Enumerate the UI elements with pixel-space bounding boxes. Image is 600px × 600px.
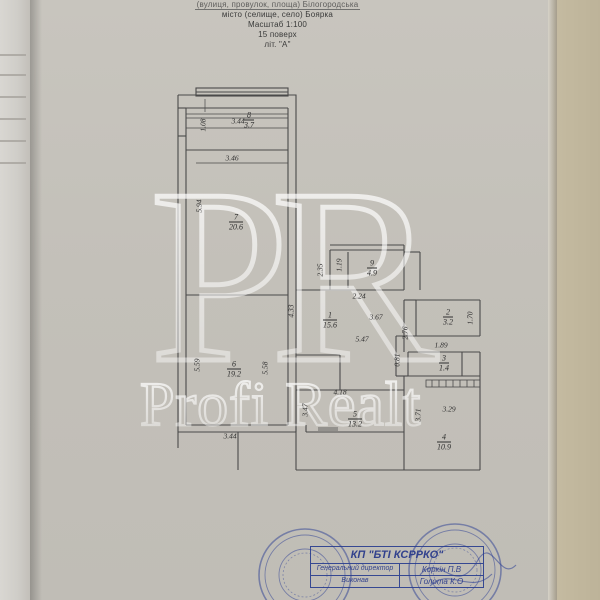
floor-plan [177,87,481,471]
dimension-label: 2.24 [352,291,366,301]
room-number: 3 [439,354,449,364]
sheet-right-edge [548,0,557,600]
room-area: 3.7 [244,120,254,130]
room-number: 1 [323,311,337,321]
dimension-label: 2.35 [315,263,325,277]
dimension-label: 3.46 [225,153,239,163]
sheet-gutter-shadow [30,0,42,600]
floor-plan-svg [177,87,481,471]
dimension-label: 1.89 [434,340,448,350]
dimension-label: 3.44 [223,431,237,441]
room-area: 13.2 [348,419,362,429]
room-area: 19.2 [227,369,241,379]
header-line-letter: літ. "А" [264,40,291,49]
dimension-label: 3.71 [413,408,423,422]
room-area: 3.2 [443,317,453,327]
dimension-label: 1.70 [465,311,475,325]
dimension-label: 3.67 [369,312,383,322]
header-line-city: місто (селище, село) Боярка [221,10,334,19]
dimension-label: 3.29 [442,404,456,414]
room-number: 5 [348,410,362,420]
dimension-label: 3.44 [231,116,245,126]
plan-header: (вулиця, провулок, площа) Білогородська … [0,0,555,50]
room-area: 4.9 [367,268,377,278]
wall-outline [177,87,481,471]
dimension-label: 5.47 [355,334,369,344]
dimension-label: 1.08 [198,118,208,132]
dimension-label: 3.47 [300,403,310,417]
room-number: 6 [227,360,241,370]
header-line-floor: 15 поверх [258,30,297,39]
room-area: 15.6 [323,320,337,330]
dimension-ticks [186,99,288,164]
room-area: 1.4 [439,363,449,373]
dimension-label: 4.33 [286,304,296,318]
header-line-scale: Масштаб 1:100 [247,20,308,29]
dimension-label: 5.58 [260,361,270,375]
header-street-line: (вулиця, провулок, площа) Білогородська [194,0,361,10]
dimension-label: 1.19 [334,258,344,272]
room-area: 10.9 [437,442,451,452]
bound-page-edge [0,0,30,600]
dimension-label: 4.18 [333,387,347,397]
room-area: 20.6 [229,222,243,232]
room-number: 9 [367,259,377,269]
dimension-label: 5.94 [194,199,204,213]
room-number: 8 [244,111,254,121]
room-number: 2 [443,308,453,318]
room-number: 4 [437,433,451,443]
dimension-label: 2.76 [400,326,410,340]
room-number: 7 [229,213,243,223]
dimension-label: 0.81 [392,353,402,367]
dimension-label: 5.59 [192,358,202,372]
